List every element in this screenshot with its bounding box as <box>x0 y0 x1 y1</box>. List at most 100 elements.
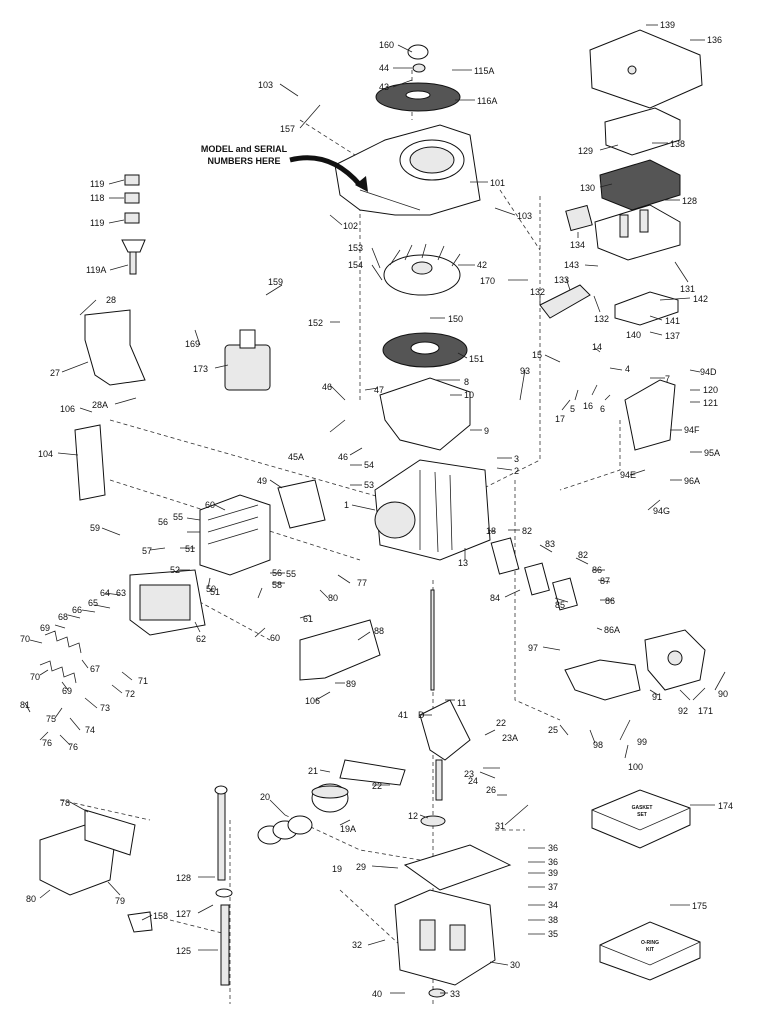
air-cleaner-bracket <box>565 204 593 232</box>
valve-springs <box>39 630 82 684</box>
label-55: 55 <box>286 569 296 579</box>
crankcase-base <box>394 889 496 986</box>
label-56: 56 <box>158 517 168 527</box>
starter-motor <box>224 329 271 391</box>
label-138: 138 <box>670 139 685 149</box>
label-71: 71 <box>138 676 148 686</box>
label-102: 102 <box>343 221 358 231</box>
label-72: 72 <box>125 689 135 699</box>
label-20: 20 <box>260 792 270 802</box>
washer-12 <box>420 815 446 827</box>
muffler <box>129 569 206 636</box>
label-23: 23 <box>464 769 474 779</box>
label-86A: 86A <box>604 625 620 635</box>
label-52: 52 <box>170 565 180 575</box>
label-81: 81 <box>20 700 30 710</box>
label-35: 35 <box>548 929 558 939</box>
label-99: 99 <box>637 737 647 747</box>
label-26: 26 <box>486 785 496 795</box>
governor-lever-plate <box>624 379 676 451</box>
label-151: 151 <box>469 354 484 364</box>
screen-washer <box>407 44 429 60</box>
label-142: 142 <box>693 294 708 304</box>
reed-plates <box>490 537 578 611</box>
air-cleaner-cover <box>589 29 703 109</box>
label-59: 59 <box>90 523 100 533</box>
label-25: 25 <box>548 725 558 735</box>
label-157: 157 <box>280 124 295 134</box>
crankshaft <box>419 589 471 801</box>
label-136: 136 <box>707 35 722 45</box>
gasket-set-box <box>591 789 691 849</box>
note-line-1: MODEL and SERIAL <box>201 144 288 154</box>
label-96A: 96A <box>684 476 700 486</box>
label-129: 129 <box>578 146 593 156</box>
label-85: 85 <box>555 600 565 610</box>
head-gasket <box>277 479 326 529</box>
label-31: 31 <box>495 821 505 831</box>
label-97: 97 <box>528 643 538 653</box>
label-45A: 45A <box>288 452 304 462</box>
label-53: 53 <box>364 480 374 490</box>
piston <box>311 783 349 813</box>
note-line-2: NUMBERS HERE <box>207 156 280 166</box>
label-62: 62 <box>196 634 206 644</box>
screen-nut <box>412 63 426 73</box>
label-94E: 94E <box>620 470 636 480</box>
label-150: 150 <box>448 314 463 324</box>
label-65: 65 <box>88 598 98 608</box>
label-125: 125 <box>176 946 191 956</box>
label-69: 69 <box>40 623 50 633</box>
label-67: 67 <box>90 664 100 674</box>
label-34: 34 <box>548 900 558 910</box>
part-labels: 160 44 43 115A 116A 103 157 101 103 102 … <box>20 20 733 999</box>
label-33: 33 <box>450 989 460 999</box>
label-49: 49 <box>257 476 267 486</box>
label-132: 132 <box>594 314 609 324</box>
label-17: 17 <box>555 414 565 424</box>
label-54: 54 <box>364 460 374 470</box>
label-13: 13 <box>458 558 468 568</box>
dipstick <box>214 785 233 986</box>
label-38: 38 <box>548 915 558 925</box>
label-14: 14 <box>592 342 602 352</box>
label-16: 16 <box>583 401 593 411</box>
label-51: 51 <box>185 544 195 554</box>
label-39: 39 <box>548 868 558 878</box>
label-91: 91 <box>652 692 662 702</box>
label-106: 106 <box>305 696 320 706</box>
label-12: 12 <box>408 811 418 821</box>
label-60: 60 <box>205 500 215 510</box>
label-60: 60 <box>270 633 280 643</box>
label-130: 130 <box>580 183 595 193</box>
label-103: 103 <box>517 211 532 221</box>
cylinder-block <box>374 459 491 561</box>
label-73: 73 <box>100 703 110 713</box>
crankcase-cover-top <box>379 377 471 451</box>
label-116A: 116A <box>477 96 497 106</box>
label-6: 6 <box>600 404 605 414</box>
label-37: 37 <box>548 882 558 892</box>
air-cleaner-base <box>594 204 681 261</box>
label-128: 128 <box>682 196 697 206</box>
oring-kit-box <box>599 921 701 981</box>
label-154: 154 <box>348 260 363 270</box>
label-137: 137 <box>665 331 680 341</box>
label-70: 70 <box>30 672 40 682</box>
label-24: 24 <box>468 776 478 786</box>
label-134: 134 <box>570 240 585 250</box>
connecting-rod <box>339 759 406 786</box>
label-159: 159 <box>268 277 283 287</box>
label-94D: 94D <box>700 367 717 377</box>
label-152: 152 <box>308 318 323 328</box>
label-40: 40 <box>372 989 382 999</box>
label-7: 7 <box>665 374 670 384</box>
label-86: 86 <box>592 565 602 575</box>
label-22: 22 <box>372 781 382 791</box>
label-80: 80 <box>328 593 338 603</box>
intake-tube <box>564 659 641 701</box>
label-1: 1 <box>344 500 349 510</box>
label-30: 30 <box>510 960 520 970</box>
label-69: 69 <box>62 686 72 696</box>
